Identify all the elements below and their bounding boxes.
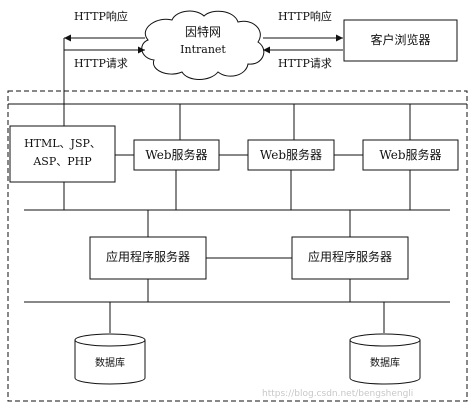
cloud-subtitle: Intranet — [180, 43, 226, 56]
static-content-line1: HTML、JSP、 — [24, 137, 101, 150]
http-request-label-left: HTTP请求 — [74, 57, 128, 70]
cloud-title: 因特网 — [184, 25, 221, 39]
watermark: https://blog.csdn.net/bengshengli — [262, 389, 414, 399]
http-request-label-right: HTTP请求 — [278, 57, 332, 70]
app-server-label: 应用程序服务器 — [307, 250, 392, 264]
app-server-label: 应用程序服务器 — [105, 250, 190, 264]
client-browser-label: 客户浏览器 — [370, 33, 431, 47]
static-content-box — [9, 125, 116, 183]
client-browser-box — [343, 19, 458, 62]
web-server-label: Web服务器 — [145, 148, 208, 162]
app-server-box — [89, 236, 207, 280]
database-cylinder — [349, 333, 421, 385]
web-server-label: Web服务器 — [379, 148, 442, 162]
static-content-line2: ASP、PHP — [33, 155, 92, 168]
database-label: 数据库 — [95, 358, 125, 369]
app-server-box — [291, 236, 409, 280]
web-server-box — [362, 139, 459, 171]
http-response-label-left: HTTP响应 — [74, 10, 128, 23]
http-response-label-right: HTTP响应 — [278, 10, 332, 23]
web-server-box — [247, 139, 335, 171]
web-server-label: Web服务器 — [259, 148, 323, 162]
database-label: 数据库 — [370, 358, 400, 369]
internet-cloud — [141, 10, 265, 80]
database-cylinder — [74, 333, 146, 385]
